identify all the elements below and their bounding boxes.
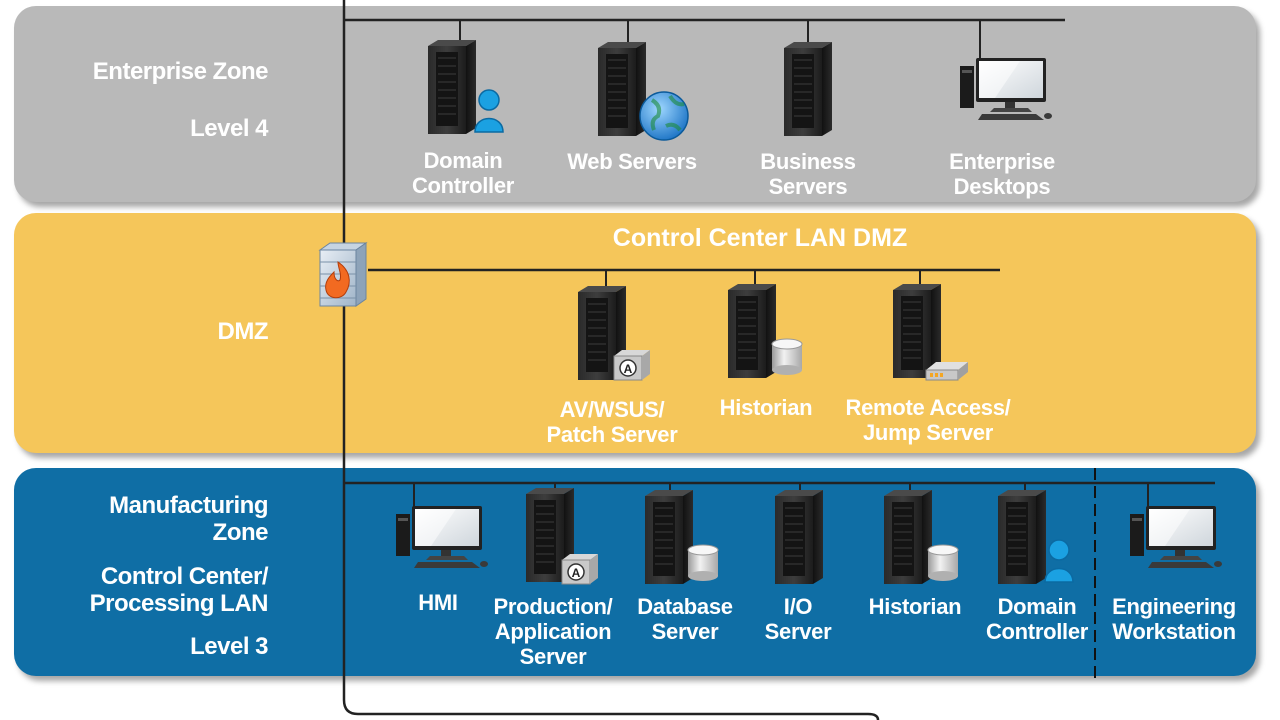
- av-wsus-patch-icon: A: [577, 285, 651, 381]
- svg-text:A: A: [572, 566, 581, 580]
- remote-access-icon: [892, 283, 969, 381]
- engineering-ws-icon: [1130, 506, 1222, 568]
- manufacturing-zone-label-2: Zone: [212, 519, 269, 546]
- historian-dmz-label: Historian: [719, 395, 813, 420]
- dmz-network-title: Control Center LAN DMZ: [612, 224, 908, 252]
- database-server-icon: [644, 489, 719, 585]
- hmi-label: HMI: [418, 590, 458, 615]
- enterprise-zone-label: Enterprise Zone: [92, 58, 269, 85]
- av-wsus-patch-label: AV/WSUS/Patch Server: [546, 397, 678, 447]
- historian-mfg-icon: [883, 489, 959, 585]
- svg-text:A: A: [624, 362, 633, 376]
- control-center-lan-label-2: Processing LAN: [89, 590, 269, 617]
- web-servers-label: Web Servers: [567, 149, 697, 174]
- remote-access-label: Remote Access/Jump Server: [845, 395, 1011, 445]
- domain-controller-mfg-icon: [997, 489, 1074, 585]
- enterprise-desktops-icon: [960, 58, 1052, 120]
- historian-mfg-label: Historian: [868, 594, 962, 619]
- enterprise-level-label: Level 4: [190, 115, 268, 142]
- control-center-lan-label-1: Control Center/: [100, 563, 269, 590]
- dmz-zone: [14, 213, 1256, 453]
- firewall-icon: [318, 242, 368, 307]
- domain-controller-ent-icon: [427, 39, 504, 135]
- manufacturing-level-label: Level 3: [190, 633, 268, 660]
- hmi-icon: [396, 506, 488, 568]
- web-servers-icon: [597, 41, 689, 141]
- historian-dmz-icon: [727, 283, 803, 379]
- business-servers-icon: [783, 41, 833, 137]
- manufacturing-zone-label-1: Manufacturing: [109, 492, 268, 519]
- dmz-zone-label: DMZ: [217, 318, 269, 345]
- io-server-icon: [774, 489, 824, 585]
- production-app-server-icon: A: [525, 487, 599, 585]
